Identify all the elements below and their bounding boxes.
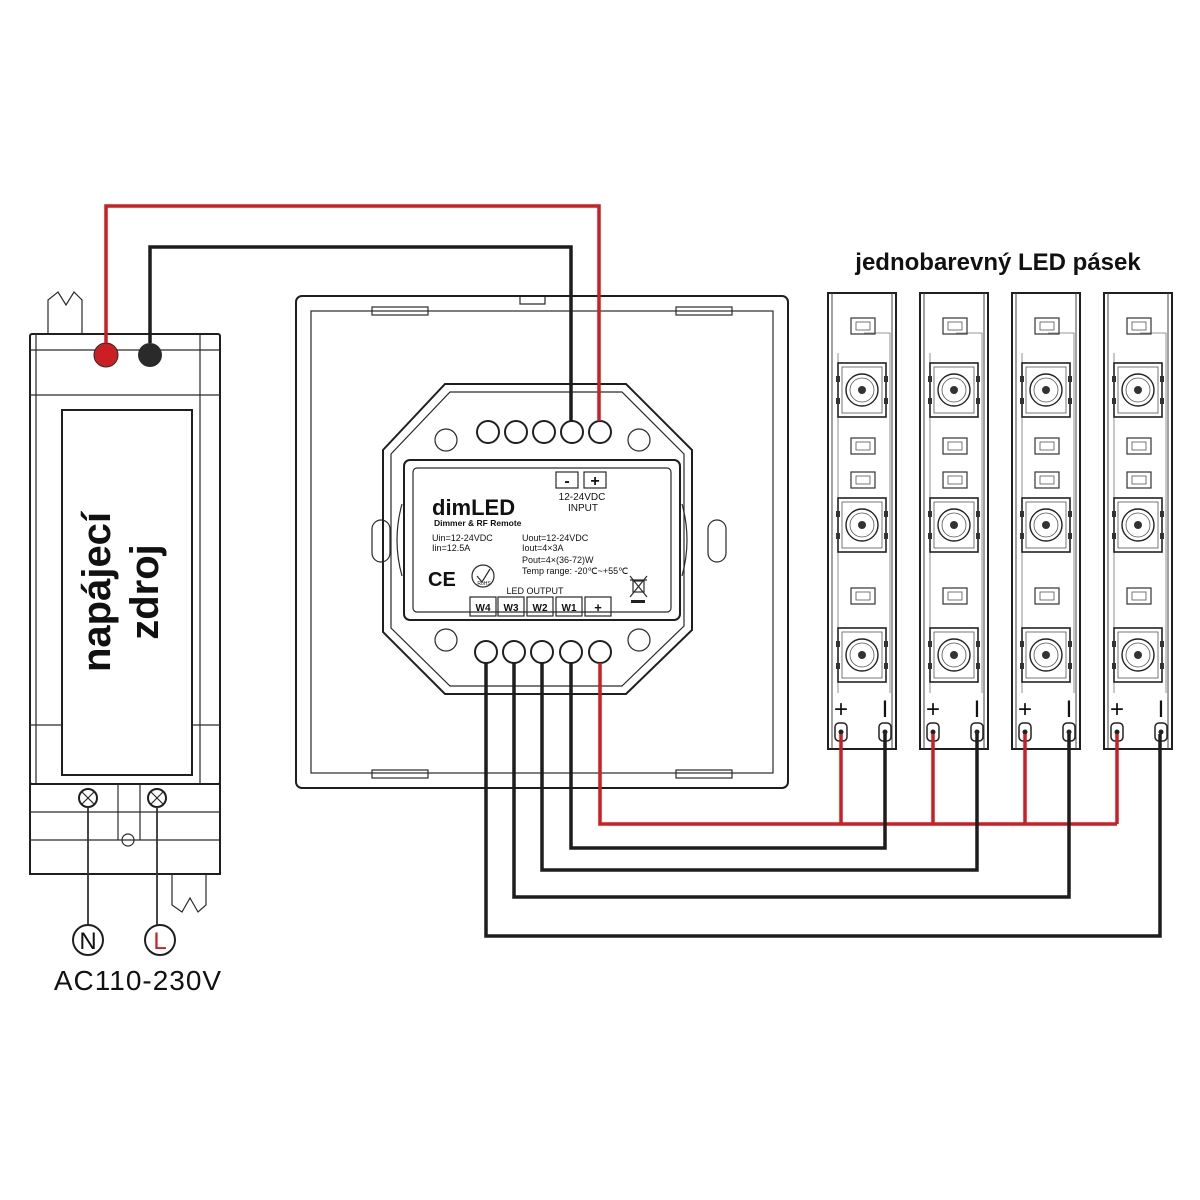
- live-label: L: [153, 928, 166, 955]
- resistor-icon: [942, 317, 968, 335]
- led-chip-icon: [1112, 627, 1164, 683]
- controller-module: - + 12-24VDC INPUT dimLED Dimmer & RF Re…: [382, 383, 693, 695]
- wires: [104, 204, 1162, 938]
- led-chip-icon: [1020, 362, 1072, 418]
- wire-output-w1: [569, 663, 887, 850]
- screw-terminal-l-icon: [147, 788, 167, 808]
- power-supply: N L AC110-230V napájecí zdroj: [29, 291, 222, 996]
- resistor-icon: [850, 437, 876, 455]
- svg-text:RoHS: RoHS: [477, 581, 491, 587]
- input-minus-label: -: [564, 473, 569, 490]
- brand-subtitle: Dimmer & RF Remote: [434, 518, 522, 528]
- output-w3-label: W3: [504, 603, 519, 614]
- psu-label-line1: napájecí: [75, 510, 119, 672]
- strip-plus-label: +: [1018, 696, 1032, 723]
- spec-uin: Uin=12-24VDC: [432, 533, 493, 543]
- wire-supply-positive: [104, 204, 601, 421]
- spec-iout: Iout=4×3A: [522, 543, 564, 553]
- resistor-icon: [850, 317, 876, 335]
- led-chip-icon: [836, 497, 888, 553]
- strip-plus-label: +: [1110, 696, 1124, 723]
- led-chip-icon: [928, 627, 980, 683]
- strip-plus-label: +: [834, 696, 848, 723]
- spec-pout: Pout=4×(36-72)W: [522, 555, 594, 565]
- input-plus-label: +: [590, 473, 599, 490]
- resistor-icon: [942, 437, 968, 455]
- output-w4-label: W4: [476, 603, 491, 614]
- spec-temp: Temp range: -20℃~+55℃: [522, 566, 628, 576]
- resistor-icon: [942, 471, 968, 489]
- strip-minus-label: I: [1066, 696, 1073, 723]
- resistor-icon: [1034, 437, 1060, 455]
- led-chip-icon: [836, 362, 888, 418]
- led-strip-2: +I: [919, 292, 989, 750]
- resistor-icon: [1126, 437, 1152, 455]
- ce-mark-icon: CE: [428, 569, 456, 591]
- resistor-icon: [1034, 587, 1060, 605]
- wire-output-w3: [512, 663, 1071, 899]
- wire-output-w2: [540, 663, 979, 872]
- led-chip-icon: [1020, 627, 1072, 683]
- led-strips: +I+I+I+I: [827, 292, 1173, 750]
- brand-label: dimLED: [432, 495, 515, 520]
- spec-iin: Iin=12.5A: [432, 543, 470, 553]
- input-voltage-label: 12-24VDC: [559, 492, 606, 503]
- resistor-icon: [1126, 317, 1152, 335]
- led-chip-icon: [836, 627, 888, 683]
- spec-uout: Uout=12-24VDC: [522, 533, 589, 543]
- screw-terminal-n-icon: [78, 788, 98, 808]
- input-label: INPUT: [568, 503, 598, 514]
- led-chip-icon: [1020, 497, 1072, 553]
- resistor-icon: [1034, 317, 1060, 335]
- rohs-icon: RoHS: [471, 564, 495, 588]
- led-chip-icon: [1112, 497, 1164, 553]
- output-w2-label: W2: [533, 603, 548, 614]
- psu-positive-terminal-icon: [93, 342, 119, 368]
- led-strip-3: +I: [1011, 292, 1081, 750]
- led-chip-icon: [928, 362, 980, 418]
- led-strip-1: +I: [827, 292, 897, 750]
- resistor-icon: [1126, 587, 1152, 605]
- output-w1-label: W1: [562, 603, 577, 614]
- resistor-icon: [1126, 471, 1152, 489]
- neutral-label: N: [79, 928, 96, 955]
- output-terminal-row: [474, 640, 612, 664]
- wire-supply-negative: [148, 245, 573, 421]
- strip-minus-label: I: [882, 696, 889, 723]
- led-chip-icon: [928, 497, 980, 553]
- strip-heading: jednobarevný LED pásek: [854, 249, 1141, 276]
- resistor-icon: [942, 587, 968, 605]
- wire-output-plus: [598, 663, 1117, 826]
- resistor-icon: [1034, 471, 1060, 489]
- wire-output-w4: [484, 663, 1162, 938]
- strip-plus-label: +: [926, 696, 940, 723]
- weee-bin-icon: [629, 575, 648, 603]
- strip-minus-label: I: [1158, 696, 1165, 723]
- input-terminal-row: [476, 420, 612, 444]
- strip-minus-label: I: [974, 696, 981, 723]
- output-plus-label: +: [594, 600, 602, 615]
- resistor-icon: [850, 471, 876, 489]
- led-output-label: LED OUTPUT: [506, 586, 564, 596]
- ac-voltage-label: AC110-230V: [54, 965, 222, 996]
- psu-label-line2: zdroj: [123, 544, 167, 640]
- psu-negative-terminal-icon: [138, 343, 162, 367]
- led-chip-icon: [1112, 362, 1164, 418]
- resistor-icon: [850, 587, 876, 605]
- led-strip-4: +I: [1103, 292, 1173, 750]
